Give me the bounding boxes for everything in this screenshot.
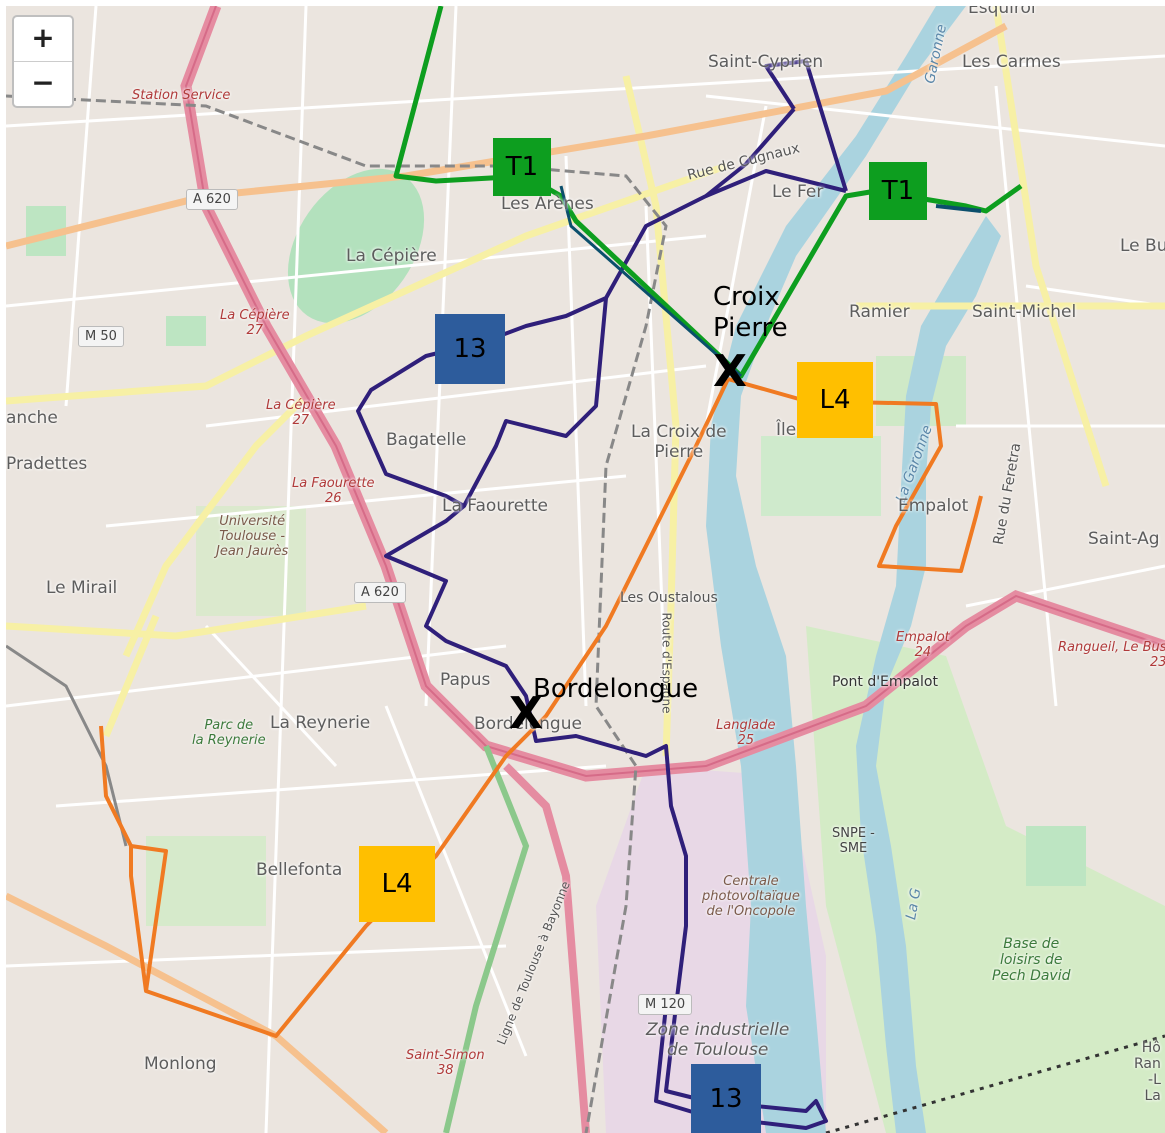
shield-m50: M 50 — [78, 326, 124, 347]
shield-a620-mid: A 620 — [354, 582, 406, 603]
zoom-control: + − — [12, 15, 74, 108]
place-les-carmes: Les Carmes — [962, 52, 1061, 72]
river-garonne-branch — [856, 216, 1001, 1133]
label-la-cepiere-27b: La Cépière 27 — [266, 398, 336, 428]
place-empalot: Empalot — [898, 496, 969, 516]
badge-t1-east[interactable]: T1 — [869, 162, 927, 220]
label-la-cepiere-27a: La Cépière 27 — [220, 308, 290, 338]
place-ramier: Ramier — [849, 302, 910, 322]
stop-marker-bordelongue[interactable]: X — [509, 688, 543, 739]
place-les-arenes: Les Arènes — [501, 194, 594, 214]
river-garonne — [706, 6, 966, 1133]
badge-l4-west[interactable]: L4 — [359, 846, 435, 922]
map-view[interactable]: Saint-Cyprien Les Carmes Esquirol Statio… — [6, 6, 1165, 1133]
motorway-a620 — [180, 6, 1165, 1133]
place-esquirol: Esquirol — [968, 6, 1036, 18]
place-le-fer: Le Fer — [772, 182, 824, 202]
badge-line-13-north[interactable]: 13 — [435, 314, 505, 384]
badge-l4-east[interactable]: L4 — [797, 362, 873, 438]
line-t1-route — [393, 6, 1023, 379]
label-langlade: Langlade 25 — [716, 718, 776, 748]
stop-label-croix-pierre: Croix Pierre — [713, 282, 788, 344]
label-rangueil: Rangueil, Le Bus 23 — [1058, 640, 1165, 670]
label-station-service: Station Service — [132, 88, 231, 103]
place-papus: Papus — [440, 670, 491, 690]
place-pradettes: Pradettes — [6, 454, 88, 474]
stop-label-bordelongue: Bordelongue — [533, 674, 699, 704]
place-la-cepiere: La Cépière — [346, 246, 437, 266]
railways — [6, 94, 1165, 1133]
place-bellefontaine: Bellefonta — [256, 860, 343, 880]
place-bordelongue-area: Bordelongue — [474, 714, 582, 734]
place-ile: Île — [776, 420, 797, 440]
zoom-out-button[interactable]: − — [14, 61, 72, 106]
place-le-mirail: Le Mirail — [46, 578, 118, 598]
label-snpe: SNPE - SME — [832, 826, 875, 856]
place-le-bu: Le Bu — [1120, 236, 1165, 256]
shield-a620-top: A 620 — [186, 189, 238, 210]
place-la-faourette: La Faourette — [442, 496, 548, 516]
place-saint-michel: Saint-Michel — [972, 302, 1077, 322]
stop-marker-croix-pierre[interactable]: X — [713, 346, 747, 397]
place-saint-cyprien: Saint-Cyprien — [708, 52, 824, 72]
map-canvas[interactable] — [6, 6, 1165, 1133]
secondary-roads — [6, 6, 1165, 757]
zoom-in-button[interactable]: + — [31, 21, 55, 54]
label-la-faourette-26: La Faourette 26 — [292, 476, 375, 506]
place-la-reynerie: La Reynerie — [270, 713, 371, 733]
label-zone-industrielle: Zone industrielle de Toulouse — [646, 1020, 790, 1060]
place-les-oustalous: Les Oustalous — [620, 590, 718, 606]
line-t1-shared-segment — [559, 185, 742, 378]
shield-m120: M 120 — [638, 994, 693, 1015]
label-universite: Université Toulouse - Jean Jaurès — [216, 514, 289, 559]
place-bagatelle: Bagatelle — [386, 430, 467, 450]
label-pont-empalot: Pont d'Empalot — [832, 674, 938, 690]
line-t1-shared-segment-east — [935, 204, 982, 213]
place-anche: anche — [6, 408, 58, 428]
place-saint-ag: Saint-Ag — [1088, 529, 1160, 549]
place-ho-ran: Hô Ran -L La — [1134, 1040, 1161, 1104]
badge-t1-west[interactable]: T1 — [493, 138, 551, 196]
label-parc-reynerie: Parc de la Reynerie — [192, 718, 266, 748]
label-centrale-photovoltaique: Centrale photovoltaïque de l'Oncopole — [702, 874, 800, 919]
place-monlong: Monlong — [144, 1054, 217, 1074]
label-saint-simon: Saint-Simon 38 — [406, 1048, 485, 1078]
line-13-route — [356, 59, 848, 1130]
label-base-loisirs: Base de loisirs de Pech David — [992, 936, 1071, 984]
badge-line-13-south[interactable]: 13 — [691, 1064, 761, 1133]
label-empalot-24: Empalot 24 — [896, 630, 950, 660]
place-la-croix-de-pierre: La Croix de Pierre — [631, 422, 727, 462]
